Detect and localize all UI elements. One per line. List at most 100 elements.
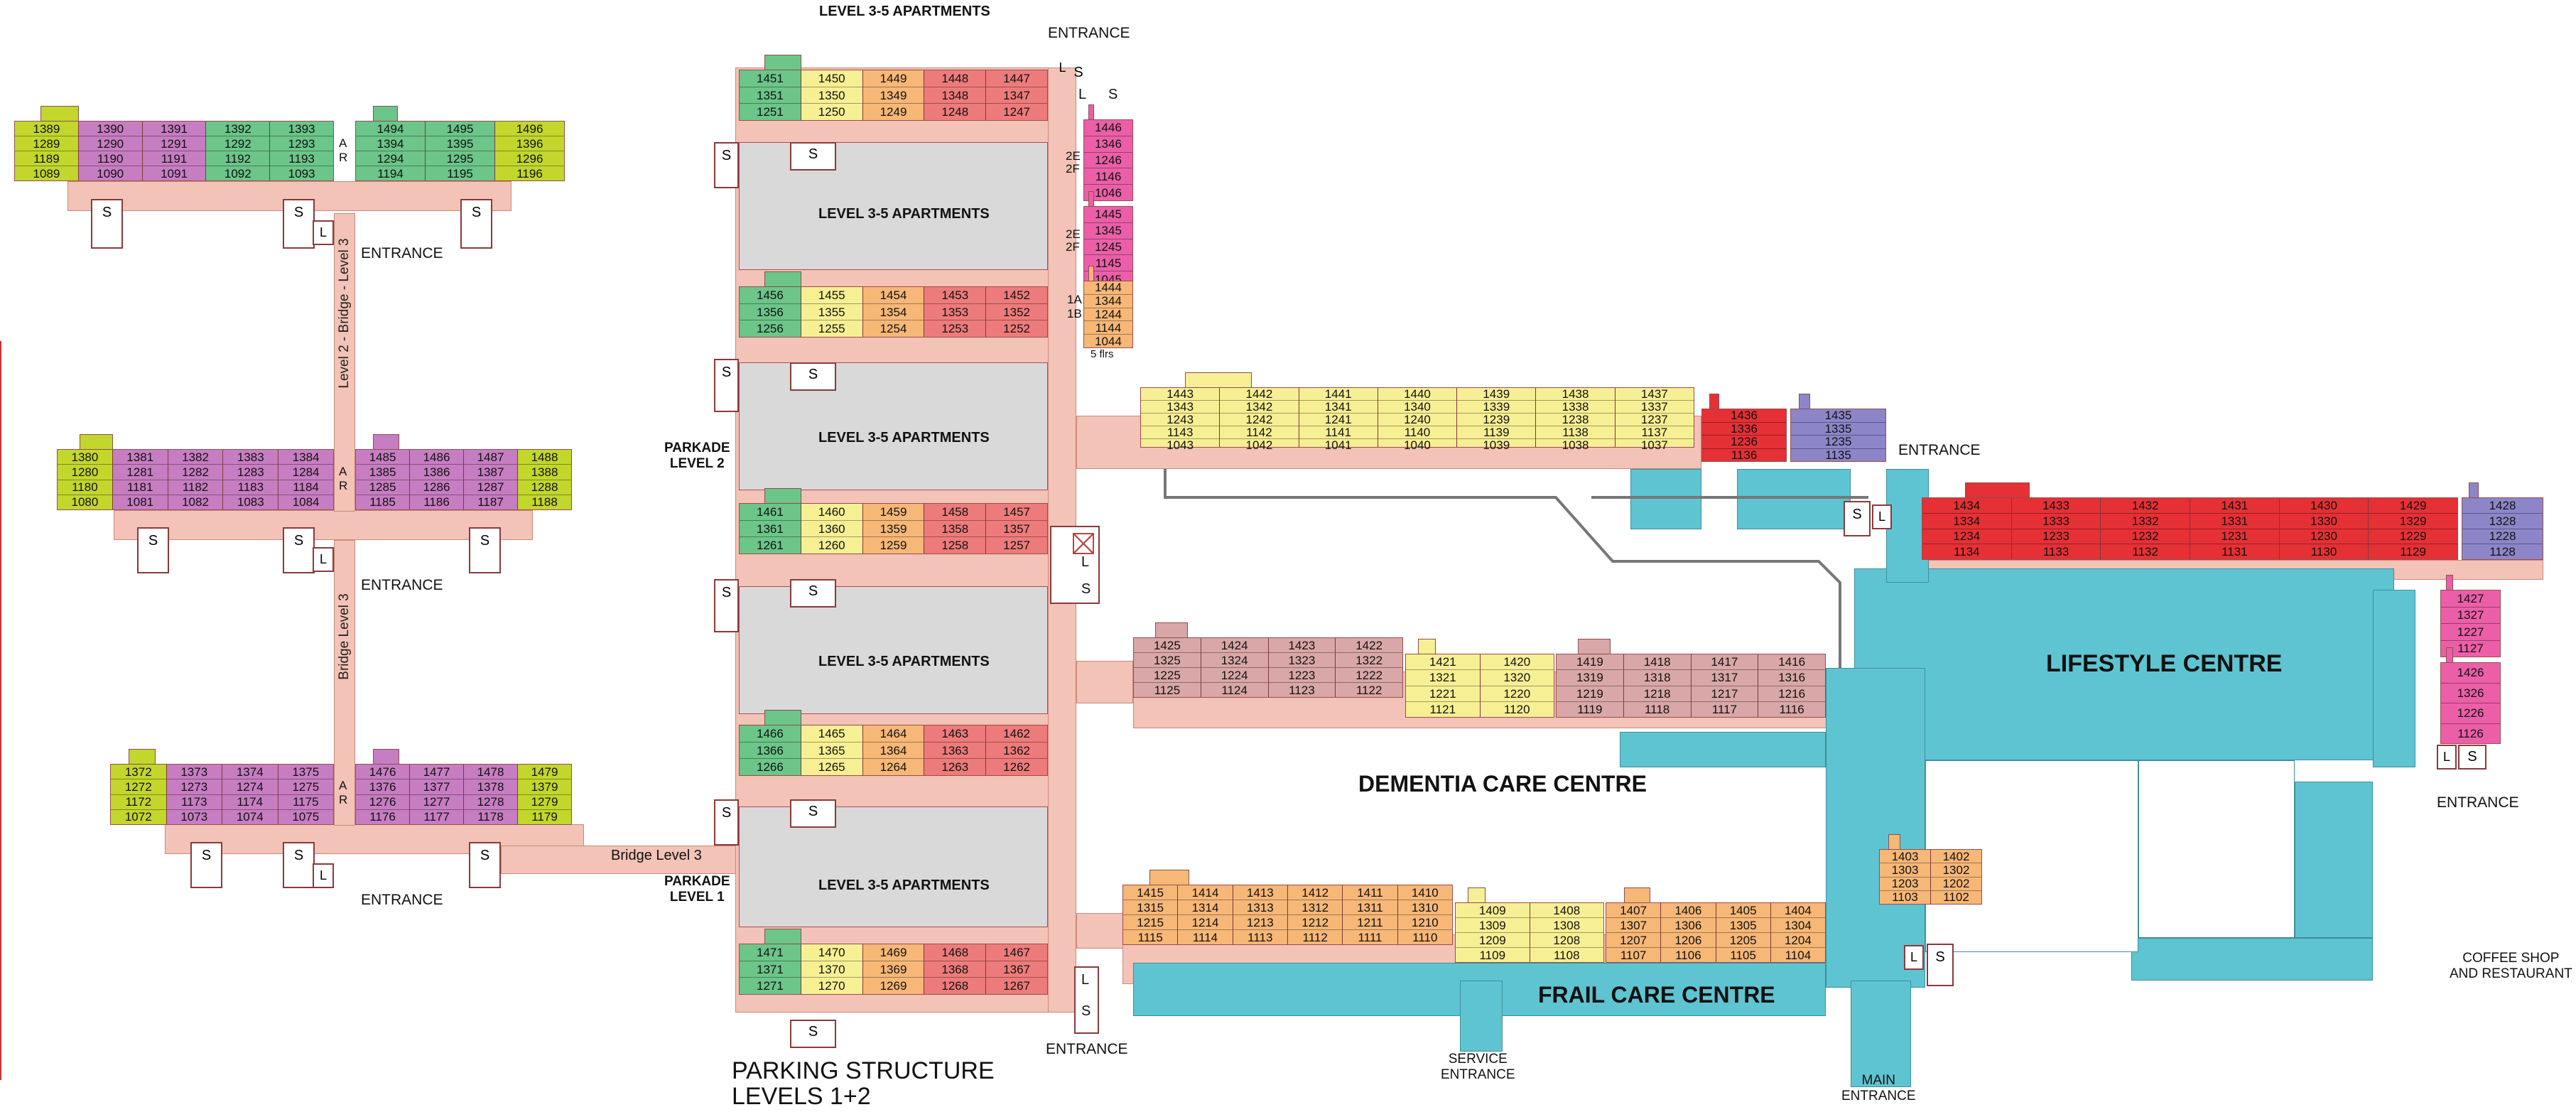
unit-number[interactable]: 1073: [180, 810, 208, 824]
unit-number[interactable]: 1404: [1770, 903, 1825, 918]
unit-number[interactable]: 1392: [206, 122, 270, 136]
unit-number[interactable]: 1105: [1730, 948, 1756, 962]
unit-number[interactable]: 1332: [2101, 514, 2190, 529]
unit-number[interactable]: 1123: [1289, 683, 1315, 697]
unit-number[interactable]: 1372: [111, 765, 166, 780]
unit-number[interactable]: 1249: [880, 105, 907, 119]
unit-number[interactable]: 1247: [1003, 105, 1030, 119]
unit-number[interactable]: 1260: [818, 539, 845, 553]
unit-number[interactable]: 1212: [1287, 915, 1343, 930]
unit-number[interactable]: 1304: [1770, 918, 1825, 933]
unit-number[interactable]: 1218: [1623, 686, 1691, 702]
unit-number[interactable]: 1288: [518, 480, 571, 495]
unit-number[interactable]: 1184: [278, 480, 333, 495]
unit-number[interactable]: 1116: [1779, 702, 1804, 716]
unit-number[interactable]: 1111: [1358, 930, 1382, 944]
unit-number[interactable]: 1434: [1922, 498, 2011, 514]
unit-number[interactable]: 1320: [1480, 670, 1554, 686]
unit-number[interactable]: 1072: [124, 810, 152, 824]
unit-number[interactable]: 1186: [423, 495, 450, 509]
unit-number[interactable]: 1358: [924, 521, 986, 538]
unit-number[interactable]: 1108: [1553, 948, 1580, 962]
unit-number[interactable]: 1106: [1675, 948, 1701, 962]
unit-number[interactable]: 1192: [206, 151, 270, 166]
unit-number[interactable]: 1287: [464, 480, 517, 495]
unit-number[interactable]: 1440: [1378, 388, 1457, 401]
unit-number[interactable]: 1292: [206, 136, 270, 151]
unit-number[interactable]: 1321: [1406, 670, 1480, 686]
unit-number[interactable]: 1265: [818, 760, 845, 774]
unit-number[interactable]: 1082: [182, 495, 209, 509]
unit-number[interactable]: 1432: [2101, 498, 2190, 514]
unit-number[interactable]: 1448: [924, 70, 986, 87]
unit-number[interactable]: 1437: [1615, 388, 1694, 401]
unit-number[interactable]: 1271: [756, 979, 784, 993]
unit-number[interactable]: 1419: [1557, 654, 1623, 671]
unit-number[interactable]: 1464: [862, 725, 924, 743]
unit-number[interactable]: 1227: [2441, 624, 2500, 641]
unit-number[interactable]: 1141: [1299, 426, 1378, 439]
unit-number[interactable]: 1421: [1406, 654, 1480, 671]
unit-number[interactable]: 1345: [1084, 223, 1132, 239]
unit-number[interactable]: 1382: [168, 450, 223, 465]
unit-number[interactable]: 1353: [924, 304, 986, 321]
unit-number[interactable]: 1131: [2221, 545, 2248, 559]
unit-number[interactable]: 1043: [1167, 438, 1194, 452]
unit-number[interactable]: 1463: [924, 725, 986, 743]
unit-number[interactable]: 1459: [862, 504, 924, 521]
unit-number[interactable]: 1219: [1557, 686, 1623, 702]
unit-number[interactable]: 1136: [1731, 448, 1758, 462]
unit-number[interactable]: 1139: [1457, 426, 1536, 439]
unit-number[interactable]: 1389: [15, 122, 78, 136]
unit-number[interactable]: 1458: [924, 504, 986, 521]
unit-number[interactable]: 1406: [1661, 903, 1716, 918]
unit-number[interactable]: 1317: [1691, 670, 1758, 686]
unit-number[interactable]: 1234: [1922, 529, 2011, 545]
unit-number[interactable]: 1252: [1003, 322, 1030, 336]
unit-number[interactable]: 1363: [924, 743, 986, 760]
unit-number[interactable]: 1279: [518, 795, 571, 810]
unit-number[interactable]: 1224: [1201, 668, 1268, 683]
unit-number[interactable]: 1274: [222, 779, 278, 795]
unit-number[interactable]: 1349: [862, 87, 924, 104]
unit-number[interactable]: 1285: [356, 480, 409, 495]
unit-number[interactable]: 1466: [740, 725, 801, 743]
unit-number[interactable]: 1275: [278, 779, 333, 795]
unit-number[interactable]: 1185: [369, 495, 396, 509]
unit-number[interactable]: 1278: [464, 795, 517, 810]
unit-number[interactable]: 1352: [986, 304, 1047, 321]
unit-number[interactable]: 1337: [1615, 401, 1694, 414]
unit-number[interactable]: 1258: [941, 539, 969, 553]
unit-number[interactable]: 1395: [426, 136, 494, 151]
unit-number[interactable]: 1267: [1003, 979, 1030, 993]
unit-number[interactable]: 1190: [78, 151, 142, 166]
unit-number[interactable]: 1282: [168, 465, 223, 480]
unit-number[interactable]: 1280: [58, 465, 112, 480]
unit-number[interactable]: 1216: [1758, 686, 1825, 702]
unit-number[interactable]: 1447: [986, 70, 1047, 87]
unit-number[interactable]: 1228: [2462, 529, 2543, 545]
unit-number[interactable]: 1423: [1268, 638, 1336, 653]
unit-number[interactable]: 1211: [1343, 915, 1397, 930]
unit-number[interactable]: 1344: [1084, 295, 1132, 308]
unit-number[interactable]: 1044: [1095, 334, 1122, 348]
unit-number[interactable]: 1347: [986, 87, 1047, 104]
unit-number[interactable]: 1179: [531, 810, 558, 824]
unit-number[interactable]: 1417: [1691, 654, 1758, 671]
unit-number[interactable]: 1386: [410, 465, 463, 480]
unit-number[interactable]: 1452: [986, 287, 1047, 304]
unit-number[interactable]: 1242: [1220, 414, 1299, 426]
unit-number[interactable]: 1187: [477, 495, 504, 509]
unit-number[interactable]: 1394: [356, 136, 425, 151]
unit-number[interactable]: 1231: [2190, 529, 2279, 545]
unit-number[interactable]: 1144: [1084, 321, 1132, 335]
unit-number[interactable]: 1408: [1530, 903, 1603, 918]
unit-number[interactable]: 1488: [518, 450, 571, 465]
unit-number[interactable]: 1205: [1716, 933, 1770, 948]
unit-number[interactable]: 1046: [1095, 185, 1122, 200]
unit-number[interactable]: 1181: [112, 480, 168, 495]
unit-number[interactable]: 1245: [1084, 239, 1132, 256]
unit-number[interactable]: 1188: [531, 495, 558, 509]
unit-number[interactable]: 1113: [1248, 930, 1273, 944]
unit-number[interactable]: 1318: [1623, 670, 1691, 686]
